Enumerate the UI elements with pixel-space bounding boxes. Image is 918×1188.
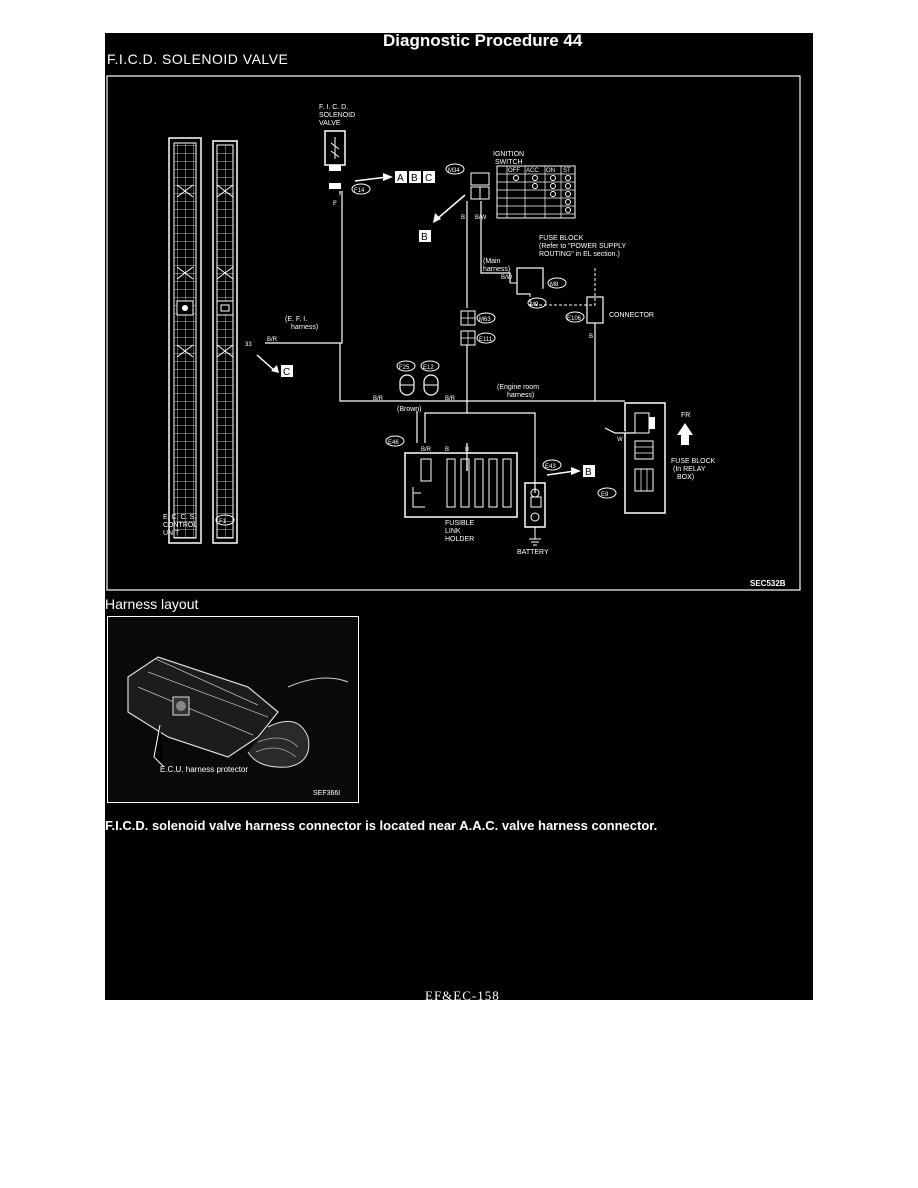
wire-code-efi: B/R [267,337,278,343]
svg-text:B: B [445,447,449,453]
page-number: EF&EC-158 [425,988,500,1003]
connector-id-e111: E111 [479,337,493,343]
battery-label: BATTERY [517,549,549,556]
main-harness-1: (Main [483,258,501,265]
harness-layout-title: Harness layout [105,596,199,612]
connector-id-f25: F25 [399,365,410,371]
fusible-1: FUSIBLE [445,520,475,527]
svg-text:ON: ON [546,168,555,174]
ign-label-1: IGNITION [493,151,524,158]
svg-text:A: A [397,173,404,184]
fr-label: FR [681,412,690,419]
fuse-block-symbol [516,267,544,295]
fusible-3: HOLDER [445,536,474,543]
harness-protector-callout: E.C.U. harness protector [160,765,248,774]
eccs-connector-right [212,140,238,544]
connector-id-m63: M63 [479,317,491,323]
eccs-connector-left [168,137,202,544]
fr-arrow-icon [677,423,693,445]
svg-text:B: B [411,173,418,184]
box-letter-b-bottom: B [585,467,592,478]
svg-text:B: B [461,215,465,221]
efi-harness-1: (E. F. I. [285,316,307,323]
box-letters-abc: A B C [395,171,435,184]
engine-room-2: harness) [507,392,534,399]
connector-id-e12: E12 [423,365,434,371]
svg-text:W: W [617,437,623,443]
pin-33: 33 [245,342,252,348]
fusible-2: LINK [445,528,461,535]
ficd-label-2: SOLENOID [319,112,355,119]
svg-text:ACC: ACC [526,168,539,174]
ignition-switch-table: OFF ACC ON ST [496,165,576,219]
page-title: Diagnostic Procedure 44 [383,31,583,50]
connector-id-m34: M34 [448,168,460,174]
svg-text:B/W: B/W [475,215,487,221]
main-harness-2: harness) [483,266,510,273]
ign-label-2: SWITCH [495,159,523,166]
connector-id-e106: E106 [567,316,582,322]
section-subtitle: F.I.C.D. SOLENOID VALVE [107,51,289,67]
harness-layout-photo: E.C.U. harness protector SEF366I [107,616,359,803]
wiring-diagram: E. C. C. S. CONTROL UNIT F1 F. I. C. D. … [106,75,801,591]
svg-text:ST: ST [563,168,571,174]
wire-ign-bw [480,201,511,283]
connector-id-m9: M9 [530,302,539,308]
connector-id-e9: E9 [601,492,609,498]
relay-box-fuse-block [624,402,666,514]
box-letter-b-top: B [421,232,428,243]
wire-efi-to-ecu [265,191,343,344]
svg-text:B: B [465,447,469,453]
connector-id-m8: M8 [550,282,559,288]
relay-fuse-2: (In RELAY [673,466,706,473]
eccs-label-2: CONTROL [163,522,197,529]
eccs-label-3: UNIT [163,530,180,537]
harness-ref-code: SEF366I [313,790,340,797]
location-note: F.I.C.D. solenoid valve harness connecto… [105,818,658,833]
eccs-label-1: E. C. C. S. [163,514,196,521]
connector-id-e46: E46 [388,440,399,446]
connector-id-e43: E43 [545,464,556,470]
fuse-block-2: (Refer to "POWER SUPPLY [539,243,626,250]
diagram-frame [106,75,801,591]
fuse-block-3: ROUTING" in EL section.) [539,251,620,258]
wire-code-brown: B/R [373,396,384,402]
ficd-label-3: VALVE [319,120,341,127]
svg-text:C: C [425,173,432,184]
svg-text:B/R: B/R [421,447,432,453]
wire-code-er: B/R [445,396,456,402]
connector-id-f14: F14 [354,188,365,194]
relay-fuse-3: BOX) [677,474,694,481]
svg-text:OFF: OFF [508,168,520,174]
efi-harness-2: harness) [291,324,318,331]
connector-id-f1: F1 [219,519,227,525]
box-letter-c: C [283,367,290,378]
connector-label: CONNECTOR [609,312,654,319]
brown-label: (Brown) [397,406,422,413]
wire-brown [339,345,460,402]
svg-text:B/W: B/W [501,275,513,281]
relay-fuse-1: FUSE BLOCK [671,458,716,465]
manual-page: Diagnostic Procedure 44 F.I.C.D. SOLENOI… [105,31,813,1003]
fusible-link-holder [404,452,518,518]
engine-room-1: (Engine room [497,384,539,391]
fuse-block-1: FUSE BLOCK [539,235,584,242]
diagram-ref-code: SEC532B [750,579,786,588]
ficd-label-1: F. I. C. D. [319,104,348,111]
svg-text:B: B [589,334,593,340]
